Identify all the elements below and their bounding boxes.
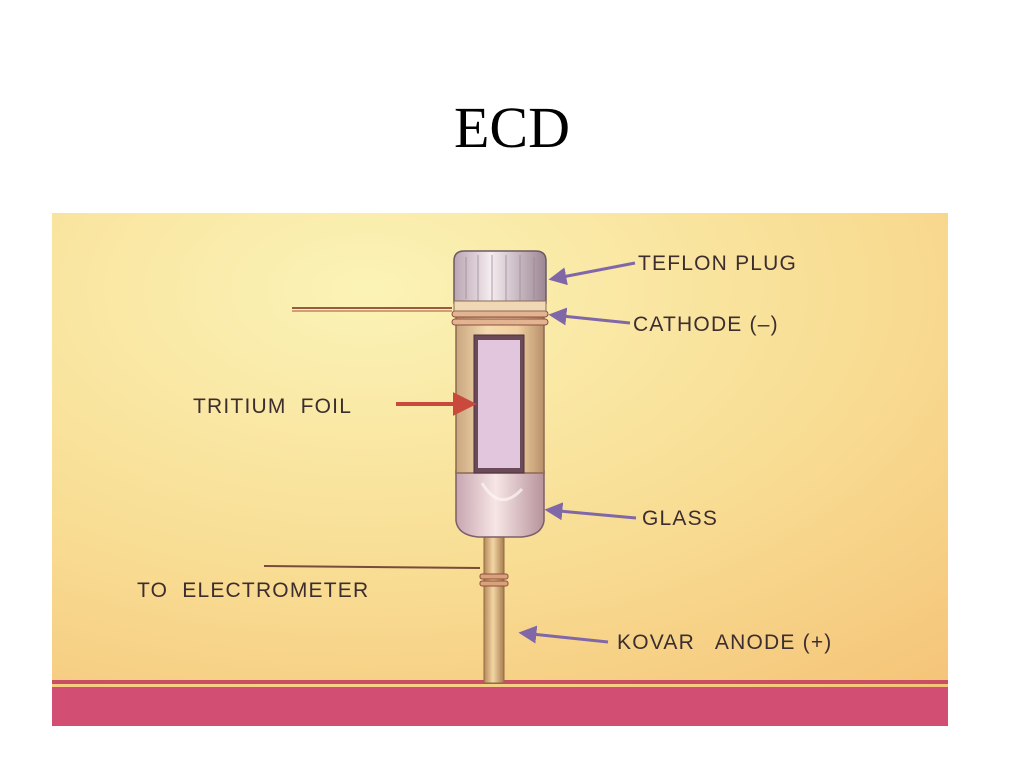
kovar-anode-label: KOVAR ANODE (+) [617, 631, 832, 654]
glass-arrow [544, 502, 637, 521]
cathode-label: CATHODE (–) [633, 313, 779, 336]
tritium-foil [478, 340, 520, 468]
electrometer-ring-1 [479, 573, 509, 580]
cathode-ring-2 [451, 318, 549, 326]
kovar-anode-rod [483, 530, 505, 684]
ecd-diagram: TEFLON PLUG CATHODE (–) TRITIUM FOIL GLA… [52, 213, 948, 726]
cathode-arrow [548, 307, 631, 326]
slide-title: ECD [454, 95, 570, 160]
cathode-ring-1 [451, 310, 549, 318]
base-strip [52, 687, 948, 726]
glass-section [455, 470, 545, 538]
glass-highlight [480, 482, 524, 501]
teflon-plug-arrow [548, 261, 636, 286]
electrometer-ring-2 [479, 580, 509, 587]
kovar-anode-arrow [518, 625, 609, 644]
tritium-foil-label: TRITIUM FOIL [193, 395, 352, 418]
electrometer-wire [263, 565, 481, 569]
teflon-plug-label: TEFLON PLUG [638, 252, 797, 275]
glass-label: GLASS [642, 507, 718, 530]
to-electrometer-label: TO ELECTROMETER [137, 579, 369, 602]
teflon-plug [453, 250, 547, 304]
